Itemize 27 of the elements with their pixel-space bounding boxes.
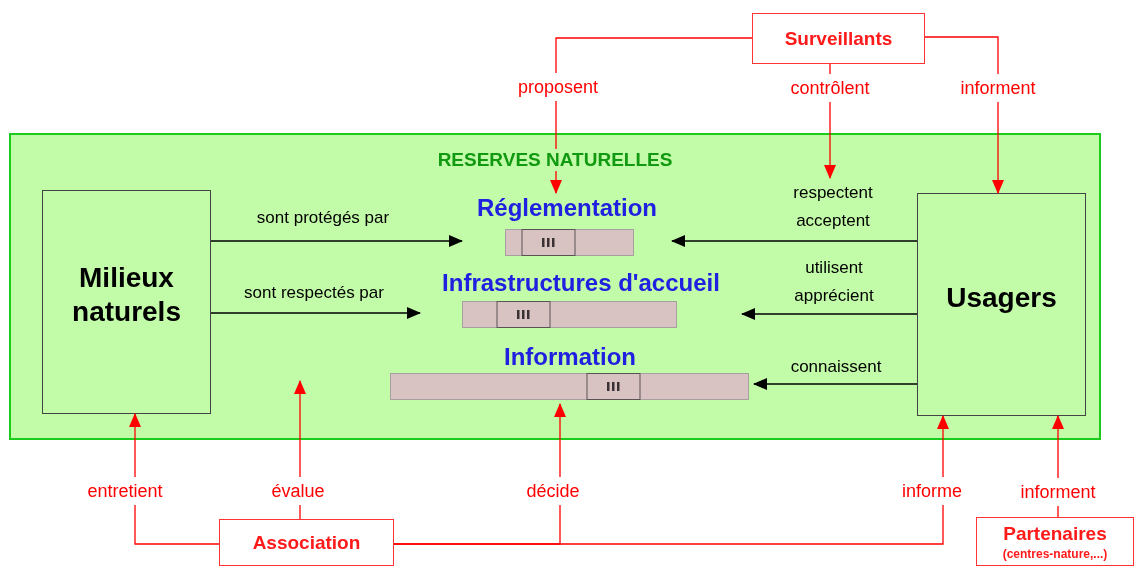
actor-label: Usagers: [945, 280, 1058, 315]
edge-label: utilisent apprécient: [793, 257, 875, 307]
actor-box: [917, 193, 1086, 416]
actor-box: [42, 190, 211, 414]
arrow: [671, 235, 918, 247]
arrow: [741, 308, 918, 320]
arrow: [753, 378, 918, 390]
edge-label: sont protégés par: [256, 207, 390, 229]
actor-tag-box: [752, 13, 925, 64]
tag-label: Partenaires: [1003, 522, 1107, 546]
arrow: [393, 415, 949, 545]
tag-label: Surveillants: [784, 26, 893, 51]
edge-label: respectent acceptent: [792, 182, 874, 232]
actor-tag-box: [976, 517, 1134, 566]
measure-heading: Information: [503, 342, 637, 372]
reserve-area: [9, 133, 1101, 440]
edge-label: sont respectés par: [244, 282, 384, 304]
measure-heading: Infrastructures d'accueil: [441, 268, 721, 298]
actor-tag-box: [219, 519, 394, 566]
edge-label: connaissent: [790, 356, 882, 378]
arrow: [210, 235, 463, 247]
measure-heading: Réglementation: [476, 193, 658, 223]
tag-subtitle: (centres-nature,...): [1002, 546, 1108, 562]
actor-label: Milieux naturels: [71, 261, 182, 329]
arrow: [210, 307, 421, 319]
tag-label: Association: [252, 530, 361, 555]
arrow: [924, 36, 1004, 194]
